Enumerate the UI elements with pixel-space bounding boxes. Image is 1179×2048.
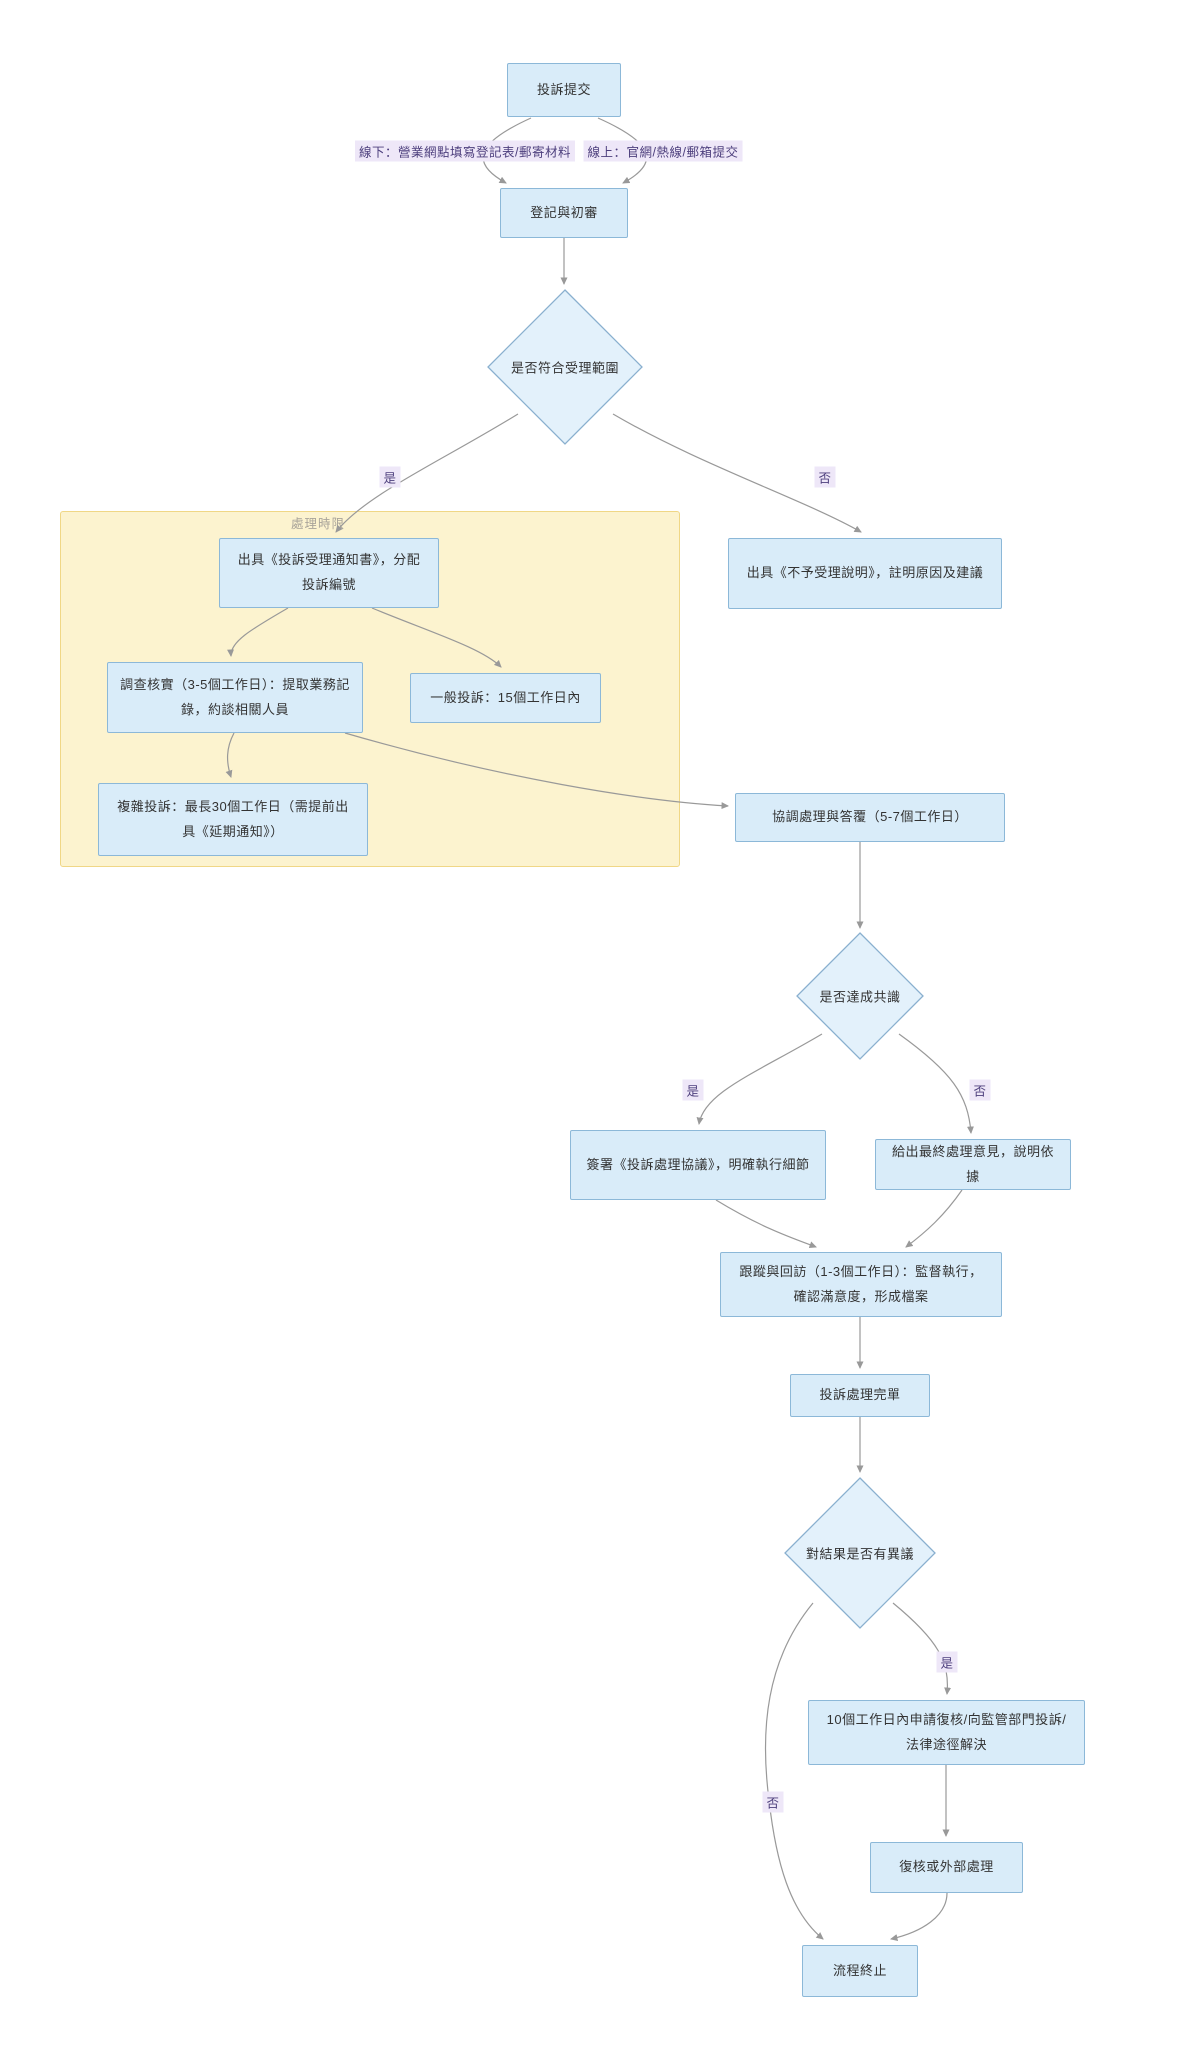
edge-final-followup bbox=[905, 1189, 963, 1248]
node-external-review: 復核或外部處理 bbox=[870, 1842, 1023, 1893]
decision-scope-label: 是否符合受理範圍 bbox=[510, 360, 620, 376]
edge-objection-terminate-no bbox=[764, 1602, 824, 1940]
node-complex-case: 複雜投訴：最長30個工作日（需提前出具《延期通知》） bbox=[98, 783, 368, 856]
edge-label-offline: 線下：營業網點填寫登記表/郵寄材料 bbox=[355, 140, 575, 162]
edge-label-scope-no: 否 bbox=[814, 466, 836, 488]
edge-label-objection-yes: 是 bbox=[936, 1651, 958, 1673]
node-final-opinion: 給出最終處理意見，說明依據 bbox=[875, 1139, 1071, 1190]
edge-external-terminate bbox=[890, 1892, 948, 1941]
edge-label-consensus-yes: 是 bbox=[682, 1079, 704, 1101]
edge-sign-followup bbox=[715, 1199, 817, 1248]
node-coordinate-reply: 協調處理與答覆（5-7個工作日） bbox=[735, 793, 1005, 842]
node-general-case: 一般投訴：15個工作日內 bbox=[410, 673, 601, 723]
decision-consensus-label: 是否達成共識 bbox=[819, 989, 901, 1005]
decision-objection-label: 對結果是否有異議 bbox=[805, 1546, 915, 1562]
node-reject-notice: 出具《不予受理說明》，註明原因及建議 bbox=[728, 538, 1002, 609]
node-accept-notice: 出具《投訴受理通知書》，分配投訴編號 bbox=[219, 538, 439, 608]
edge-label-online: 線上：官網/熱線/郵箱提交 bbox=[583, 140, 743, 162]
edge-label-scope-yes: 是 bbox=[379, 466, 401, 488]
node-review-apply: 10個工作日內申請復核/向監管部門投訴/法律途徑解決 bbox=[808, 1700, 1085, 1765]
node-complaint-submit: 投訴提交 bbox=[507, 63, 621, 117]
edge-label-consensus-no: 否 bbox=[969, 1079, 991, 1101]
node-investigate: 調查核實（3-5個工作日）：提取業務記錄，約談相關人員 bbox=[107, 662, 363, 733]
node-sign-agreement: 簽署《投訴處理協議》，明確執行細節 bbox=[570, 1130, 826, 1200]
node-register-review: 登記與初審 bbox=[500, 188, 628, 238]
edge-label-objection-no: 否 bbox=[762, 1791, 784, 1813]
subgraph-title: 處理時限 bbox=[290, 517, 346, 531]
edge-objection-review-yes bbox=[892, 1602, 952, 1695]
edge-consensus-final-no bbox=[898, 1033, 974, 1134]
node-follow-up: 跟蹤與回訪（1-3個工作日）：監督執行，確認滿意度，形成檔案 bbox=[720, 1252, 1002, 1317]
node-complete: 投訴處理完單 bbox=[790, 1374, 930, 1417]
edge-consensus-sign-yes bbox=[696, 1033, 823, 1125]
node-terminate: 流程終止 bbox=[802, 1945, 918, 1997]
